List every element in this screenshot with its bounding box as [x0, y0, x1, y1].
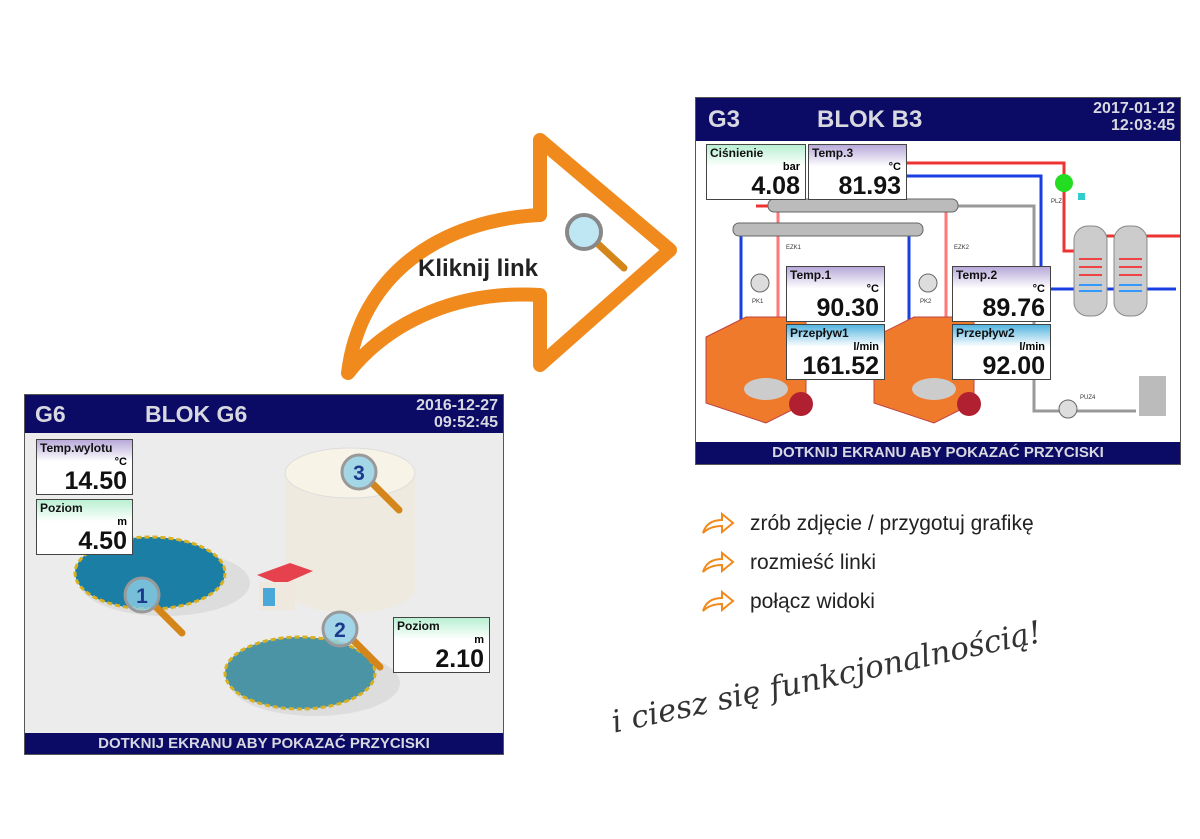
header: G3 BLOK B3 2017-01-12 12:03:45: [696, 98, 1180, 141]
screen-title: BLOK B3: [817, 106, 923, 133]
date: 2016-12-27: [416, 397, 498, 414]
hmi-screen-b3[interactable]: G3 BLOK B3 2017-01-12 12:03:45 EZK1 EZK2…: [695, 97, 1181, 465]
arrow-label: Kliknij link: [418, 255, 539, 282]
time: 09:52:45: [433, 414, 498, 431]
boiler-diagram: EZK1 EZK2 PK1 PK2 PLZ PUZ4: [705, 161, 1180, 424]
screen-title: BLOK G6: [145, 401, 248, 427]
step-item: zrób zdjęcie / przygotuj grafikę: [700, 511, 1034, 537]
magnifier-icon: [565, 213, 628, 272]
tag-pk2: PK2: [920, 299, 932, 305]
datetime: 2017-01-12 12:03:45: [1093, 100, 1175, 134]
screen-code: G6: [35, 401, 66, 427]
tag-pk1: PK1: [752, 299, 764, 305]
datetime: 2016-12-27 09:52:45: [416, 397, 498, 431]
time: 12:03:45: [1110, 117, 1175, 134]
hollow-arrow-icon: [702, 511, 735, 535]
link-marker-1[interactable]: 1: [120, 573, 190, 643]
tag-puz: PUZ4: [1080, 395, 1096, 401]
curved-arrow-icon: [341, 133, 677, 380]
tagline: i ciesz się funkcjonalnością!: [608, 614, 1045, 741]
hollow-arrow-icon: [702, 589, 735, 613]
screen-code: G3: [708, 106, 741, 133]
link-marker-2[interactable]: 2: [318, 607, 388, 677]
hmi-screen-g6[interactable]: G6 BLOK G6 2016-12-27 09:52:45 1 2 3 Tem…: [24, 394, 504, 755]
link-marker-3[interactable]: 3: [337, 450, 407, 520]
footer-hint[interactable]: DOTKNIJ EKRANU ABY POKAZAĆ PRZYCISKI: [696, 442, 1180, 464]
step-item: rozmieść linki: [700, 550, 876, 576]
svg-text:3: 3: [353, 462, 365, 485]
date: 2017-01-12: [1093, 100, 1175, 117]
tag-ezk1: EZK1: [786, 245, 802, 251]
footer-hint[interactable]: DOTKNIJ EKRANU ABY POKAZAĆ PRZYCISKI: [25, 733, 503, 754]
step-item: połącz widoki: [700, 589, 875, 615]
header: G6 BLOK G6 2016-12-27 09:52:45: [25, 395, 503, 433]
tag-ezk2: EZK2: [954, 245, 970, 251]
svg-text:1: 1: [136, 585, 148, 608]
svg-text:2: 2: [334, 619, 346, 642]
hollow-arrow-icon: [702, 550, 735, 574]
tag-plz: PLZ: [1051, 199, 1062, 205]
